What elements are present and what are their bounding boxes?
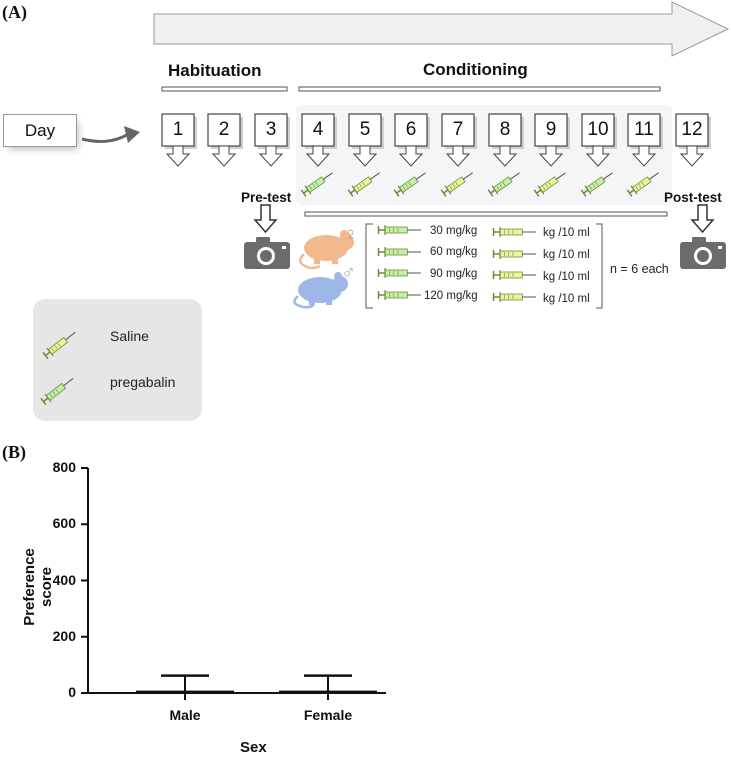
conditioning-syringe-day-9 <box>533 172 566 197</box>
day-tile-1 <box>161 113 197 167</box>
conditioning-syringe-day-4 <box>300 172 333 197</box>
conditioning-syringe-day-7 <box>440 172 473 197</box>
y-axis-title: Preference score <box>21 548 55 626</box>
male-rat-icon <box>293 272 348 309</box>
dose-saline-1: kg /10 ml <box>543 227 590 239</box>
day-number-4: 4 <box>312 119 324 140</box>
female-rat-icon <box>299 230 354 270</box>
day-tile-10 <box>581 113 617 167</box>
dose-saline-4: kg /10 ml <box>543 293 590 305</box>
day-tile-4 <box>301 113 337 167</box>
post-test-label: Post-test <box>664 190 722 205</box>
dose-pregabalin-syringe-4 <box>377 290 421 300</box>
day-number-5: 5 <box>359 119 371 140</box>
dose-pregabalin-syringe-1 <box>377 225 421 235</box>
post-test-arrow <box>690 204 715 234</box>
conditioning-syringe-day-5 <box>347 172 380 197</box>
pre-test-label: Pre-test <box>241 190 292 205</box>
x-category-label-female: Female <box>303 707 353 723</box>
group-size-label: n = 6 each <box>610 262 669 276</box>
dose-saline-syringe-3 <box>492 270 536 280</box>
female-symbol: ♀ <box>343 224 358 246</box>
day-tile-11 <box>627 113 663 167</box>
day-tile-2 <box>207 113 243 167</box>
pre-test-arrow <box>253 204 278 234</box>
conditioning-syringe-day-11 <box>626 172 659 197</box>
day-tile-9 <box>534 113 570 167</box>
dose-saline-syringe-1 <box>492 227 536 237</box>
day-tile-7 <box>441 113 477 167</box>
male-symbol: ♂ <box>341 262 356 284</box>
dose-pregabalin-3: 90 mg/kg <box>430 268 478 280</box>
dose-saline-syringe-2 <box>492 249 536 259</box>
phase-habituation: Habituation <box>168 61 262 80</box>
day-tile-6 <box>394 113 430 167</box>
bar-male <box>136 690 234 694</box>
day-label: Day <box>3 114 77 147</box>
dose-saline-2: kg /10 ml <box>543 249 590 261</box>
dose-saline-3: kg /10 ml <box>543 271 590 283</box>
y-tick-label-200: 200 <box>52 627 76 644</box>
y-tick-label-400: 400 <box>52 571 76 588</box>
pre-test-camera-icon <box>244 237 290 269</box>
phase-conditioning: Conditioning <box>423 60 528 79</box>
legend-pregabalin-syringe-icon <box>40 377 74 406</box>
day-number-1: 1 <box>172 119 184 140</box>
panel-a-label: (A) <box>2 2 27 22</box>
dose-saline-syringe-4 <box>492 292 536 302</box>
day-number-8: 8 <box>499 119 511 140</box>
day-number-12: 12 <box>681 119 703 140</box>
day-number-9: 9 <box>545 119 557 140</box>
day-number-2: 2 <box>218 119 230 140</box>
y-tick-label-0: 0 <box>68 684 76 700</box>
day-tile-8 <box>488 113 524 167</box>
x-category-label-male: Male <box>169 707 201 723</box>
x-axis-title: Sex <box>240 739 267 756</box>
day-tile-3 <box>254 113 290 167</box>
bar-female <box>279 690 377 694</box>
panel-b-label: (B) <box>2 442 26 462</box>
day-tile-12 <box>675 113 711 167</box>
legend-saline-label: Saline <box>110 328 149 344</box>
conditioning-syringe-day-10 <box>580 172 613 197</box>
dose-pregabalin-2: 60 mg/kg <box>430 246 478 258</box>
y-tick-label-600: 600 <box>52 515 76 532</box>
dose-pregabalin-1: 30 mg/kg <box>430 225 478 237</box>
dose-pregabalin-4: 120 mg/kg <box>424 290 478 302</box>
conditioning-syringe-day-8 <box>487 172 520 197</box>
day-number-6: 6 <box>405 119 417 140</box>
day-number-10: 10 <box>587 119 609 140</box>
day-number-7: 7 <box>452 119 464 140</box>
dose-pregabalin-syringe-2 <box>377 247 421 257</box>
dose-pregabalin-syringe-3 <box>377 268 421 278</box>
legend-box <box>33 299 202 421</box>
day-tile-5 <box>348 113 384 167</box>
post-test-camera-icon <box>680 237 726 269</box>
legend-saline-syringe-icon <box>42 331 76 360</box>
day-number-11: 11 <box>634 119 654 140</box>
legend-pregabalin-label: pregabalin <box>110 374 176 390</box>
y-tick-label-800: 800 <box>52 459 76 475</box>
day-number-3: 3 <box>265 119 277 140</box>
conditioning-syringe-day-6 <box>393 172 426 197</box>
